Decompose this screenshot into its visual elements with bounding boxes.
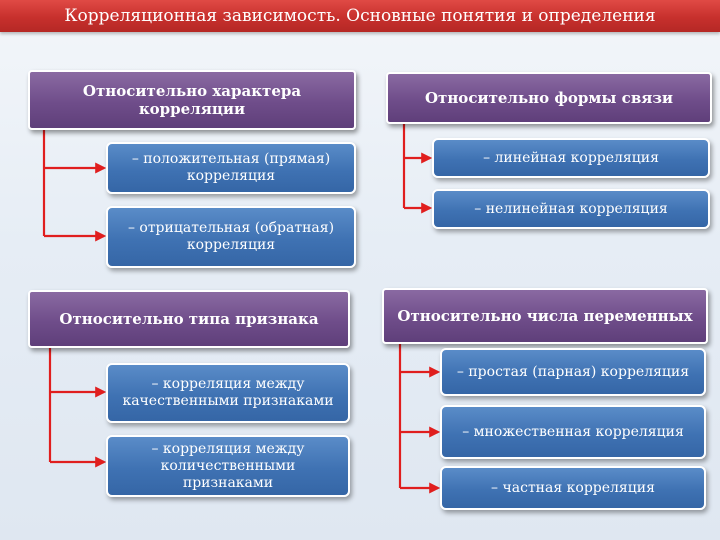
group-4-item-3-text: – частная корреляция (491, 479, 655, 496)
group-1-item-2-text: – отрицательная (обратная) корреляция (127, 220, 335, 253)
group-4-item-3: – частная корреляция (440, 466, 706, 510)
group-2-item-1: – линейная корреляция (432, 138, 710, 178)
group-3-heading: Относительно типа признака (28, 290, 350, 348)
group-2-heading-text: Относительно формы связи (424, 89, 674, 107)
slide-title: Корреляционная зависимость. Основные пон… (0, 0, 720, 32)
group-3-heading-text: Относительно типа признака (59, 310, 319, 328)
group-2-heading: Относительно формы связи (386, 72, 712, 124)
group-3-item-2: – корреляция между количественными призн… (106, 435, 350, 497)
group-2-item-1-text: – линейная корреляция (483, 149, 659, 166)
group-2-item-2-text: – нелинейная корреляция (474, 200, 668, 217)
group-4-item-1: – простая (парная) корреляция (440, 348, 706, 396)
group-3-item-2-text: – корреляция между количественными призн… (151, 440, 305, 491)
group-1-item-2: – отрицательная (обратная) корреляция (106, 206, 356, 268)
group-2-item-2: – нелинейная корреляция (432, 189, 710, 229)
group-4-heading-text: Относительно числа переменных (397, 307, 693, 325)
group-4-item-1-text: – простая (парная) корреляция (456, 363, 690, 380)
group-4-item-2-text: – множественная корреляция (462, 423, 684, 440)
group-4-item-2: – множественная корреляция (440, 405, 706, 459)
group-1-item-1: – положительная (прямая) корреляция (106, 142, 356, 194)
group-4-heading: Относительно числа переменных (382, 288, 708, 344)
group-3-item-1-text: – корреляция между качественными признак… (122, 376, 334, 409)
group-1-heading: Относительно характера корреляции (28, 70, 356, 130)
group-1-item-1-text: – положительная (прямая) корреляция (131, 151, 331, 184)
group-3-item-1: – корреляция между качественными признак… (106, 363, 350, 423)
group-1-heading-text: Относительно характера корреляции (82, 82, 302, 118)
